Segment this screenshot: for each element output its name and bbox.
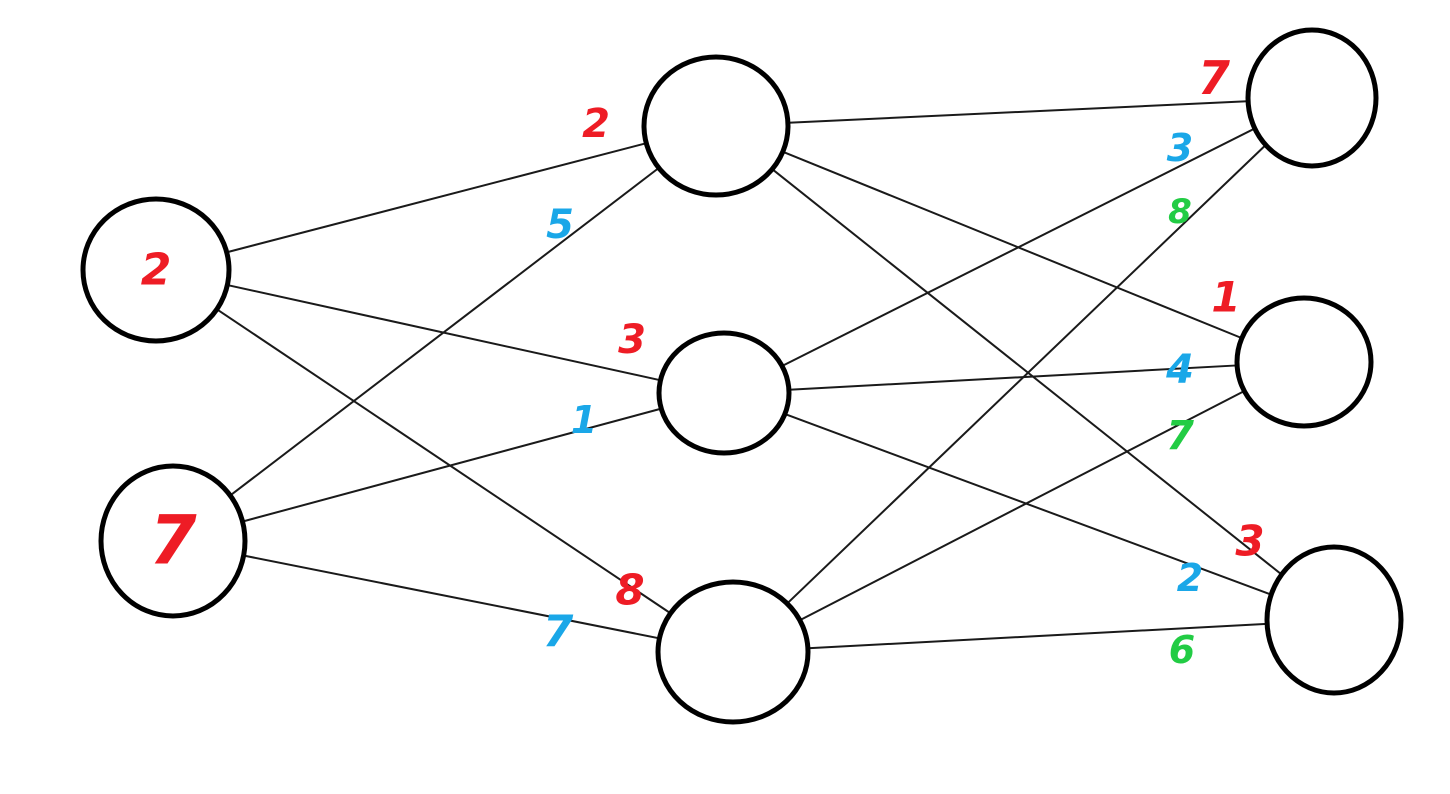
node-in2: 7 [98, 463, 248, 619]
node-circle-in1 [80, 196, 232, 344]
node-h1 [641, 54, 791, 198]
edge-h2-o1 [779, 126, 1257, 368]
edge-in2-h2 [240, 407, 664, 524]
node-circle-o3 [1264, 544, 1404, 696]
weight-label-o2-red: 1 [1211, 273, 1240, 322]
weight-label-h2-red: 3 [618, 317, 646, 363]
edge-in1-h1 [224, 141, 649, 254]
node-circle-h3 [655, 579, 811, 725]
weight-label-o1-red: 7 [1198, 51, 1230, 105]
node-circle-in2 [98, 463, 248, 619]
edge-h3-o2 [797, 389, 1247, 623]
weight-label-h1-red: 2 [582, 101, 610, 147]
node-o1 [1245, 27, 1379, 169]
edge-in2-h3 [241, 554, 662, 640]
node-value-in1: 2 [141, 245, 172, 296]
weight-label-o2-green: 7 [1166, 413, 1194, 459]
weight-label-h1-blue: 5 [546, 202, 574, 248]
nodes: 27 [80, 27, 1404, 725]
node-circle-o1 [1245, 27, 1379, 169]
node-circle-o2 [1234, 295, 1374, 429]
edge-in2-h1 [227, 165, 662, 498]
weight-label-o3-red: 3 [1235, 517, 1264, 566]
edge-h2-o2 [786, 364, 1240, 391]
node-circle-h1 [641, 54, 791, 198]
weight-label-h3-red: 8 [615, 566, 644, 615]
node-o2 [1234, 295, 1374, 429]
weight-label-o3-blue: 2 [1177, 556, 1203, 600]
weight-label-o1-green: 8 [1168, 192, 1192, 232]
node-in1: 2 [80, 196, 232, 344]
edge-h2-o3 [782, 412, 1274, 597]
edge-h3-o3 [805, 622, 1270, 650]
edge-h3-o1 [784, 142, 1268, 606]
node-circle-h2 [656, 330, 792, 456]
node-h3 [655, 579, 811, 725]
node-h2 [656, 330, 792, 456]
edge-h1-o1 [785, 100, 1251, 124]
edge-h1-o2 [780, 150, 1245, 340]
edge-h1-o3 [769, 167, 1284, 577]
node-value-in2: 7 [149, 502, 197, 581]
weight-label-h2-blue: 1 [571, 398, 597, 442]
edge-in1-h3 [214, 307, 673, 616]
weight-label-o3-green: 6 [1169, 628, 1195, 672]
node-o3 [1264, 544, 1404, 696]
weight-label-o1-blue: 3 [1167, 126, 1193, 170]
weight-label-h3-blue: 7 [543, 607, 574, 658]
weight-label-o2-blue: 4 [1165, 347, 1194, 393]
connections [214, 100, 1284, 650]
